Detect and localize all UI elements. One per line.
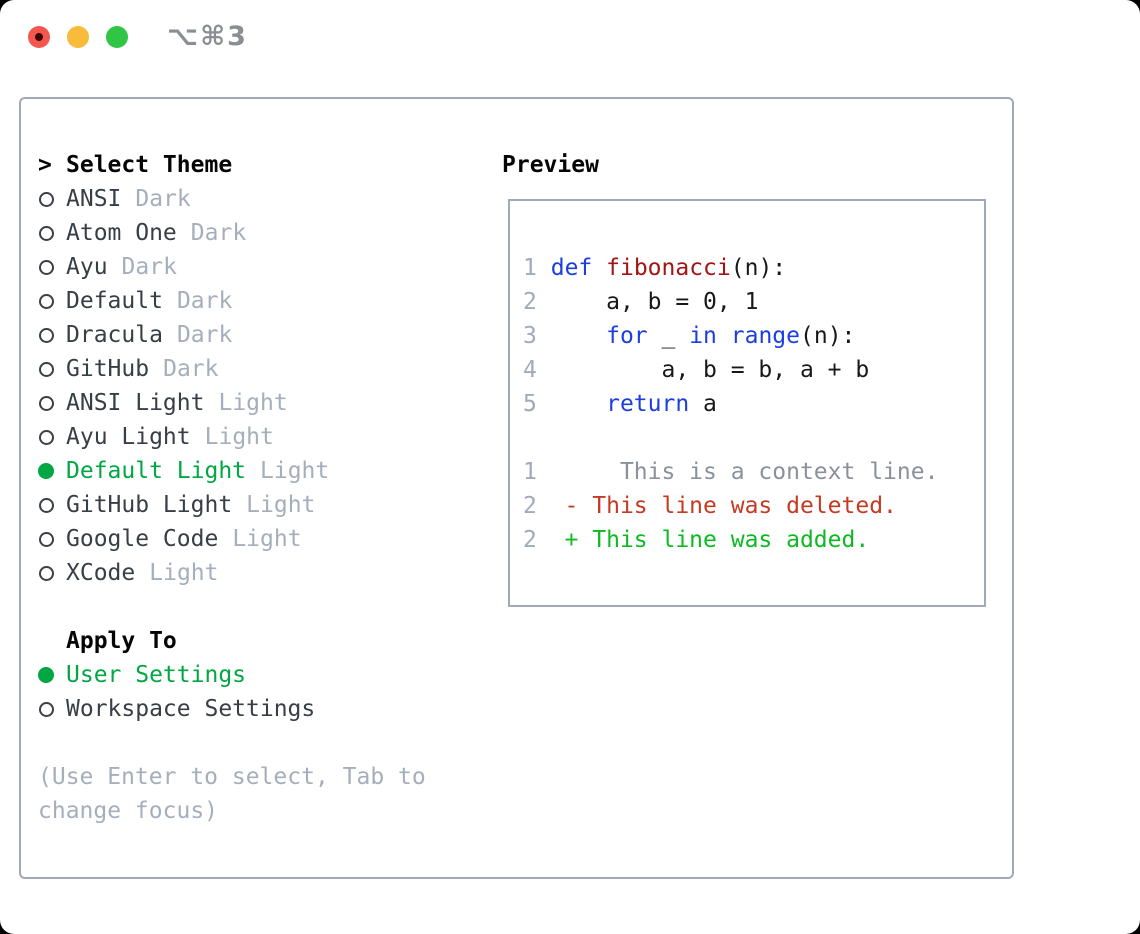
window-title-shortcut: ⌥⌘3: [167, 21, 248, 52]
theme-option-github-light[interactable]: GitHub Light Light: [38, 488, 478, 522]
vertical-spacer: [38, 726, 478, 760]
close-button[interactable]: [28, 26, 50, 48]
code-token: [717, 323, 731, 349]
radio-unselected-icon: [39, 497, 54, 513]
theme-variant-badge: Light: [204, 424, 274, 450]
select-theme-title: Select Theme: [66, 152, 233, 178]
preview-code: 1 def fibonacci(n): 2 a, b = 0, 1 3 for …: [523, 251, 938, 557]
diff-added-text: + This line was added.: [536, 527, 870, 553]
radio-unselected-icon: [39, 565, 54, 581]
theme-variant-badge: Dark: [190, 220, 247, 246]
preview-pane: [508, 199, 986, 607]
blank-code-line: [523, 421, 938, 455]
line-number: 4: [523, 357, 537, 383]
code-line: 4 a, b = b, a + b: [523, 353, 938, 387]
preview-title: Preview: [502, 152, 599, 178]
radio-selected-icon: [38, 463, 54, 479]
code-token: range: [730, 323, 801, 349]
code-token: a: [689, 391, 717, 417]
line-number: 2: [523, 493, 537, 519]
diff-context-text: This is a context line.: [536, 459, 939, 485]
code-token: (n):: [800, 323, 856, 349]
theme-variant-badge: Light: [260, 458, 330, 484]
radio-unselected-icon: [39, 259, 54, 275]
radio-unselected-icon: [39, 361, 54, 377]
apply-to-header: Apply To: [66, 628, 177, 654]
code-token: for: [606, 323, 648, 349]
keyboard-hint-line-1: (Use Enter to select, Tab to: [38, 764, 426, 790]
theme-option-dracula-dark[interactable]: Dracula Dark: [38, 318, 478, 352]
radio-unselected-icon: [39, 429, 54, 445]
code-line: 1 def fibonacci(n):: [523, 251, 938, 285]
theme-option-atom-one-dark[interactable]: Atom One Dark: [38, 216, 478, 250]
code-token: [537, 255, 551, 281]
apply-to-option-workspace-settings[interactable]: Workspace Settings: [38, 692, 478, 726]
code-line: 5 return a: [523, 387, 938, 421]
theme-selector-panel: > Select Theme ANSI Dark Atom One Dark A…: [38, 148, 478, 828]
line-number: 2: [523, 527, 537, 553]
radio-unselected-icon: [39, 327, 54, 343]
theme-option-github-dark[interactable]: GitHub Dark: [38, 352, 478, 386]
zoom-button[interactable]: [106, 26, 128, 48]
theme-option-ayu-light[interactable]: Ayu Light Light: [38, 420, 478, 454]
radio-unselected-icon: [39, 701, 54, 717]
code-token: fibonacci: [606, 255, 731, 281]
code-token: def: [550, 255, 593, 281]
code-token: [537, 323, 606, 349]
theme-variant-badge: Dark: [176, 322, 233, 348]
apply-to-option-user-settings[interactable]: User Settings: [38, 658, 478, 692]
radio-unselected-icon: [39, 191, 54, 207]
code-token: [592, 255, 606, 281]
code-token: a, b = 0, 1: [536, 289, 759, 315]
vertical-spacer: [38, 590, 478, 624]
code-token: a, b = b, a + b: [536, 357, 870, 383]
diff-deleted-text: - This line was deleted.: [536, 493, 897, 519]
theme-variant-badge: Dark: [163, 356, 219, 382]
theme-option-default-light-selected[interactable]: Default Light Light: [38, 454, 478, 488]
minimize-button[interactable]: [67, 26, 89, 48]
line-number: 2: [523, 289, 537, 315]
line-number: 1: [523, 459, 537, 485]
code-token: return: [606, 391, 690, 417]
radio-selected-icon: [38, 667, 54, 683]
select-theme-header: > Select Theme: [38, 148, 478, 182]
code-token: _: [647, 323, 690, 349]
theme-option-xcode-light[interactable]: XCode Light: [38, 556, 478, 590]
theme-variant-badge: Light: [232, 526, 302, 552]
radio-unselected-icon: [39, 395, 54, 411]
code-line: 2 a, b = 0, 1: [523, 285, 938, 319]
radio-unselected-icon: [39, 225, 54, 241]
code-line: 3 for _ in range(n):: [523, 319, 938, 353]
theme-option-default-dark[interactable]: Default Dark: [38, 284, 478, 318]
theme-variant-badge: Light: [218, 390, 288, 416]
theme-option-ansi-dark[interactable]: ANSI Dark: [38, 182, 478, 216]
theme-option-ayu-dark[interactable]: Ayu Dark: [38, 250, 478, 284]
theme-variant-badge: Dark: [121, 254, 177, 280]
code-token: [537, 391, 606, 417]
line-number: 1: [523, 255, 537, 281]
diff-context-line: 1 This is a context line.: [523, 455, 938, 489]
line-number: 5: [523, 391, 537, 417]
keyboard-hint-line-2: change focus): [38, 798, 219, 824]
theme-variant-badge: Light: [149, 560, 219, 586]
radio-unselected-icon: [39, 293, 54, 309]
theme-variant-badge: Light: [246, 492, 316, 518]
diff-deleted-line: 2 - This line was deleted.: [523, 489, 938, 523]
radio-unselected-icon: [39, 531, 54, 547]
diff-added-line: 2 + This line was added.: [523, 523, 938, 557]
theme-variant-badge: Dark: [135, 186, 191, 212]
theme-option-ansi-light[interactable]: ANSI Light Light: [38, 386, 478, 420]
code-token: (n):: [730, 255, 787, 281]
line-number: 3: [523, 323, 537, 349]
theme-variant-badge: Dark: [176, 288, 233, 314]
theme-option-google-code-light[interactable]: Google Code Light: [38, 522, 478, 556]
code-token: in: [689, 323, 717, 349]
focus-caret-icon: >: [38, 152, 52, 178]
